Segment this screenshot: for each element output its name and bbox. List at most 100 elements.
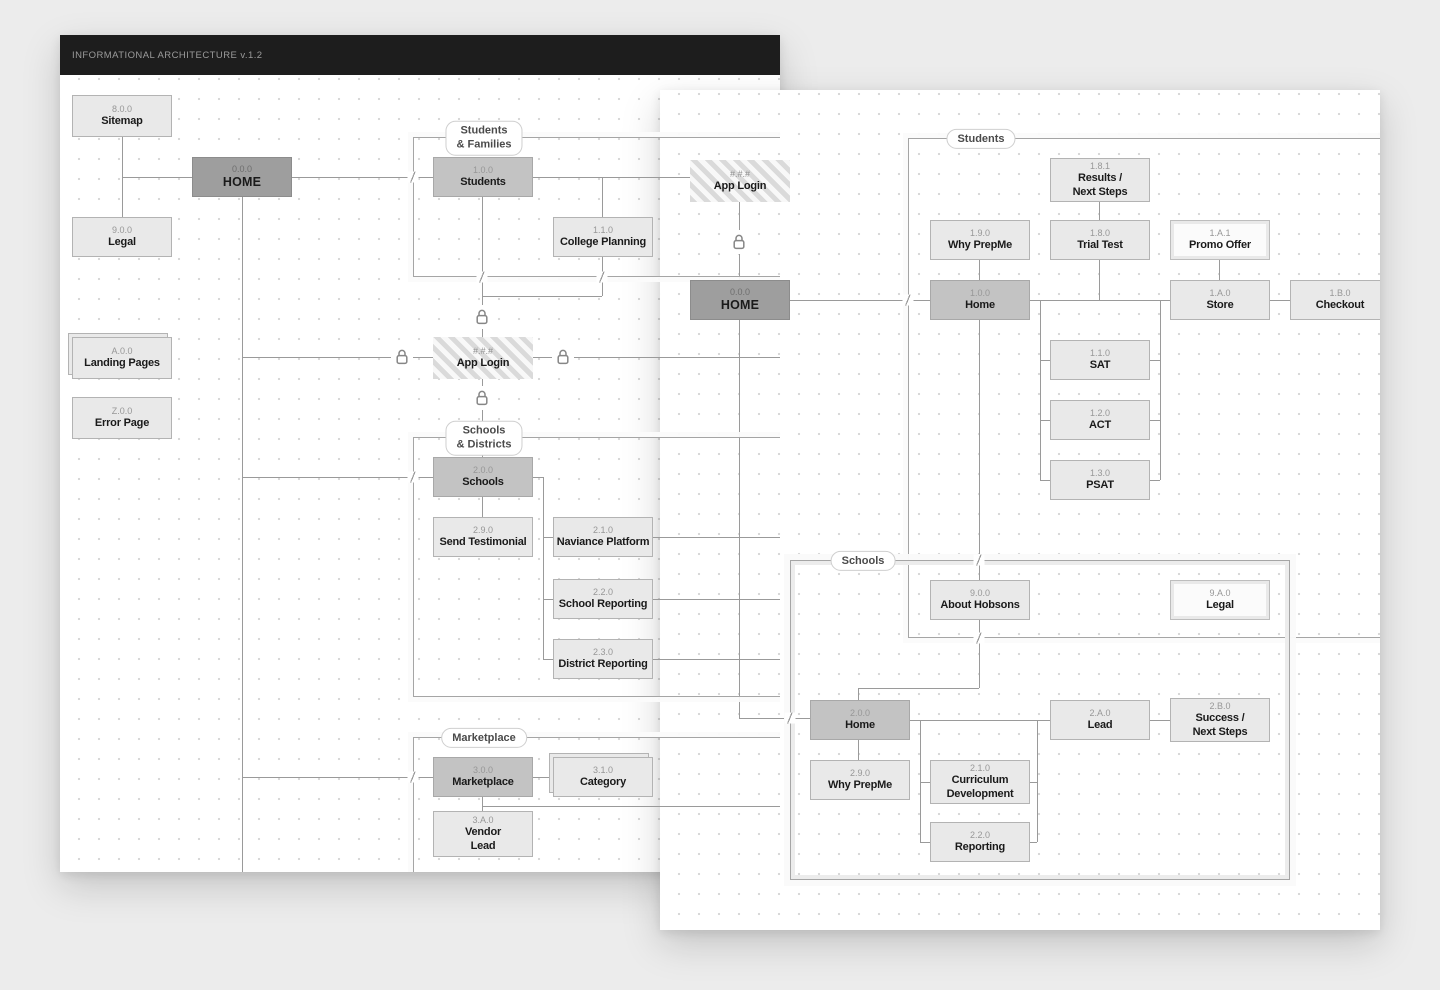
connector-line — [1270, 300, 1290, 301]
line-break-mark — [596, 271, 608, 283]
connector-line — [1040, 420, 1050, 421]
node-label: Vendor Lead — [464, 826, 502, 852]
node-label: Category — [579, 776, 627, 789]
connector-line — [482, 497, 483, 517]
group-label-schools-districts: Schools & Districts — [445, 420, 523, 456]
connector-line — [533, 477, 543, 478]
node-number: 3.1.0 — [592, 764, 614, 775]
node-label: App Login — [713, 180, 767, 193]
node-number: 1.A.1 — [1209, 227, 1231, 238]
connector-line — [543, 537, 553, 538]
node-label: Send Testimonial — [439, 536, 527, 549]
connector-line — [979, 320, 980, 580]
connector-line — [920, 842, 930, 843]
connector-line — [653, 659, 780, 660]
node-label: PSAT — [1086, 479, 1114, 492]
node-label: HOME — [222, 175, 262, 190]
lock-glyph — [557, 349, 569, 365]
node-number: 1.A.0 — [1209, 287, 1231, 298]
connector-line — [292, 177, 433, 178]
connector-line — [1030, 300, 1170, 301]
node-app-login[interactable]: #.#.#App Login — [690, 160, 790, 202]
node-label: Results / Next Steps — [1072, 172, 1128, 198]
line-break-mark — [407, 771, 419, 783]
line-break-mark — [784, 712, 796, 724]
node-number: 1.0.0 — [969, 287, 991, 298]
connector-line — [543, 599, 553, 600]
node-app-login[interactable]: #.#.#App Login — [433, 337, 533, 379]
lock-glyph — [396, 349, 408, 365]
node-label: Store — [1206, 299, 1234, 312]
node-number: 3.0.0 — [472, 764, 494, 775]
connector-line — [790, 300, 930, 301]
node-number: 9.0.0 — [969, 587, 991, 598]
connector-line — [1040, 360, 1050, 361]
node-number: 2.1.0 — [592, 524, 614, 535]
group-frame-marketplace: Marketplace — [413, 727, 780, 872]
lock-glyph — [476, 309, 488, 325]
group-frame-students: Students — [908, 128, 1380, 638]
connector-line — [920, 782, 930, 783]
connector-line — [858, 688, 979, 689]
connector-line — [653, 537, 780, 538]
node-label: Home — [965, 299, 995, 312]
node-label: HOME — [720, 298, 760, 313]
line-break-mark — [902, 294, 914, 306]
connector-line — [920, 720, 921, 842]
connector-line — [1099, 260, 1100, 300]
lock-icon — [552, 345, 574, 369]
node-number: 2.3.0 — [592, 646, 614, 657]
connector-line — [543, 659, 553, 660]
node-label: Why PrepMe — [827, 779, 892, 792]
node-number: A.0.0 — [111, 345, 133, 356]
node-number: 1.2.0 — [1089, 407, 1111, 418]
node-label: Promo Offer — [1189, 239, 1251, 252]
lock-icon — [471, 305, 493, 329]
connector-line — [1150, 720, 1170, 721]
node-number: 1.1.0 — [592, 224, 614, 235]
connector-line — [858, 688, 859, 700]
node-number: 8.0.0 — [111, 103, 133, 114]
node-number: 2.1.0 — [969, 763, 991, 774]
node-label: School Reporting — [558, 598, 648, 611]
node-number: 2.0.0 — [849, 707, 871, 718]
connector-line — [533, 777, 553, 778]
artboard-title: INFORMATIONAL ARCHITECTURE v.1.2 — [72, 49, 263, 61]
